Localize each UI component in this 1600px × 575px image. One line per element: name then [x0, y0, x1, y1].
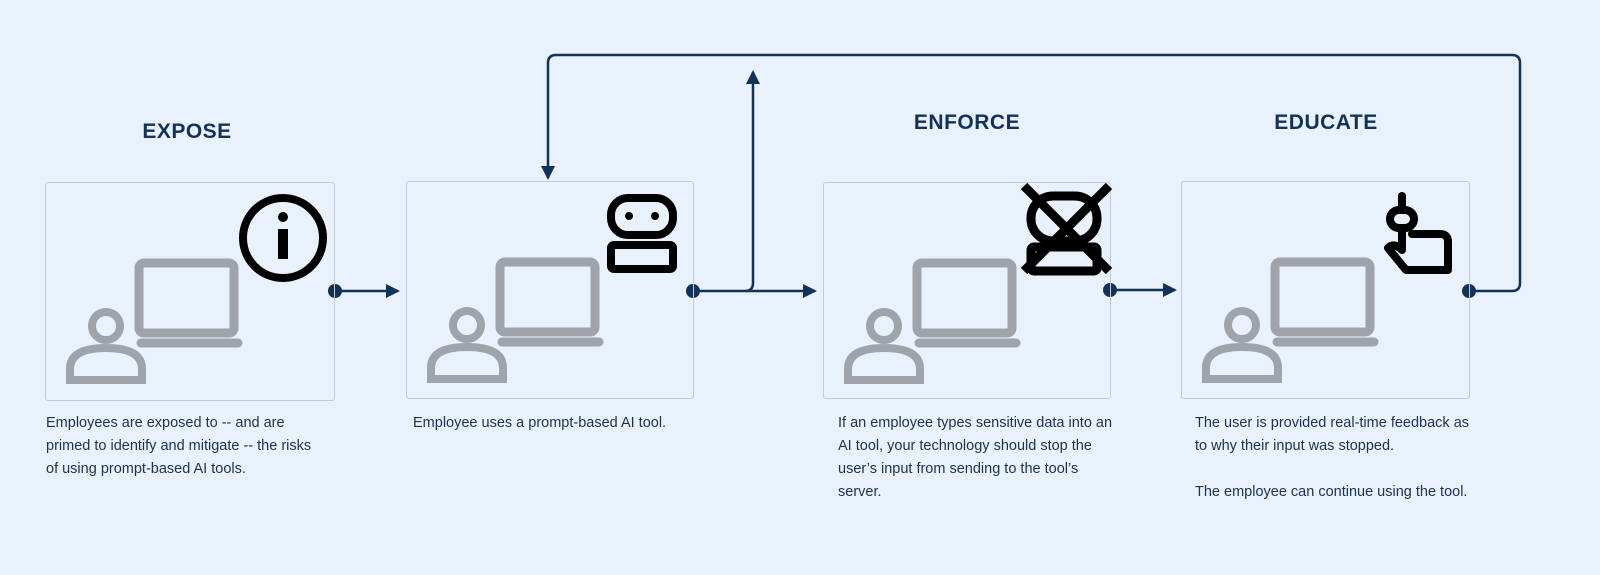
step-card-enforce — [823, 182, 1113, 399]
user-laptop-icon — [1206, 262, 1374, 379]
step-card-use — [406, 181, 694, 399]
robot-icon — [607, 194, 677, 273]
user-laptop-icon — [70, 263, 238, 380]
user-laptop-icon — [848, 263, 1016, 380]
step-description-educate: The user is provided real-time feedback … — [1195, 415, 1470, 500]
step-title-educate: EDUCATE — [1274, 111, 1378, 134]
step-title-enforce: ENFORCE — [913, 111, 1021, 134]
blocked-robot-icon — [1020, 182, 1113, 276]
pointing-hand-icon — [1384, 192, 1452, 274]
step-title-expose: EXPOSE — [142, 120, 232, 143]
connector-dot — [328, 284, 342, 298]
arrow-bypass-up — [744, 70, 760, 293]
user-laptop-icon — [431, 262, 599, 379]
step-card-educate — [1181, 181, 1470, 399]
step-description-expose: Employees are exposed to -- and are prim… — [46, 415, 312, 477]
step-card-expose — [45, 182, 335, 401]
arrow-loop-back — [541, 53, 1522, 293]
step-description-enforce: If an employee types sensitive data into… — [838, 415, 1113, 500]
info-icon — [239, 194, 327, 282]
step-description-use: Employee uses a prompt-based AI tool. — [413, 415, 667, 431]
